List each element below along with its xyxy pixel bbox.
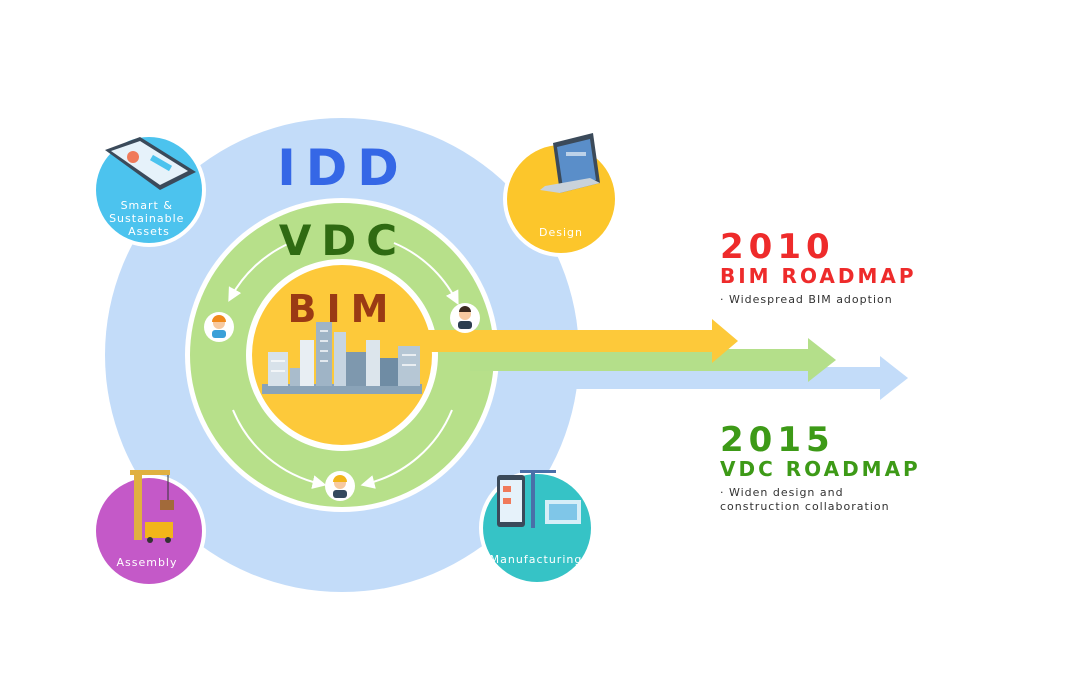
design-label: Design xyxy=(539,226,583,239)
vdc-title: VDC xyxy=(279,216,407,265)
idd-title: IDD xyxy=(277,139,409,197)
satellite-assembly: Assembly xyxy=(92,470,206,588)
tablet-crane-icon xyxy=(497,470,581,528)
businessman-avatar-icon xyxy=(450,303,480,333)
engineer-avatar-icon xyxy=(204,312,234,342)
roadmap-2015-bullet: · Widen design and construction collabor… xyxy=(720,486,890,513)
satellite-smart-assets: Smart & Sustainable Assets xyxy=(92,133,206,247)
satellite-manufacturing: Manufacturing xyxy=(479,470,595,586)
roadmap-2015: 2015 VDC ROADMAP · Widen design and cons… xyxy=(720,422,921,514)
laptop-icon xyxy=(540,133,600,193)
cycle-arrows xyxy=(228,242,459,489)
roadmap-2015-name: VDC ROADMAP xyxy=(720,457,921,481)
roadmap-2010-year: 2010 xyxy=(720,227,835,267)
city-skyline-icon xyxy=(262,322,422,394)
roadmap-2010-name: BIM ROADMAP xyxy=(720,264,917,288)
smart-assets-label: Smart & Sustainable Assets xyxy=(109,199,189,238)
manufacturing-label: Manufacturing xyxy=(490,553,583,566)
arrow-vdc-roadmap xyxy=(470,338,836,382)
arrow-idd-roadmap xyxy=(520,356,908,400)
crane-icon xyxy=(130,470,174,543)
smartphone-icon xyxy=(105,137,196,190)
bim-title: BIM xyxy=(288,287,399,331)
roadmap-2010: 2010 BIM ROADMAP · Widespread BIM adopti… xyxy=(720,229,917,307)
assembly-label: Assembly xyxy=(116,556,177,569)
roadmap-2010-bullet: · Widespread BIM adoption xyxy=(720,293,893,306)
satellite-design: Design xyxy=(503,133,619,257)
roadmap-2015-year: 2015 xyxy=(720,420,835,460)
arrow-bim-roadmap xyxy=(405,319,738,363)
worker-avatar-icon xyxy=(325,471,355,501)
